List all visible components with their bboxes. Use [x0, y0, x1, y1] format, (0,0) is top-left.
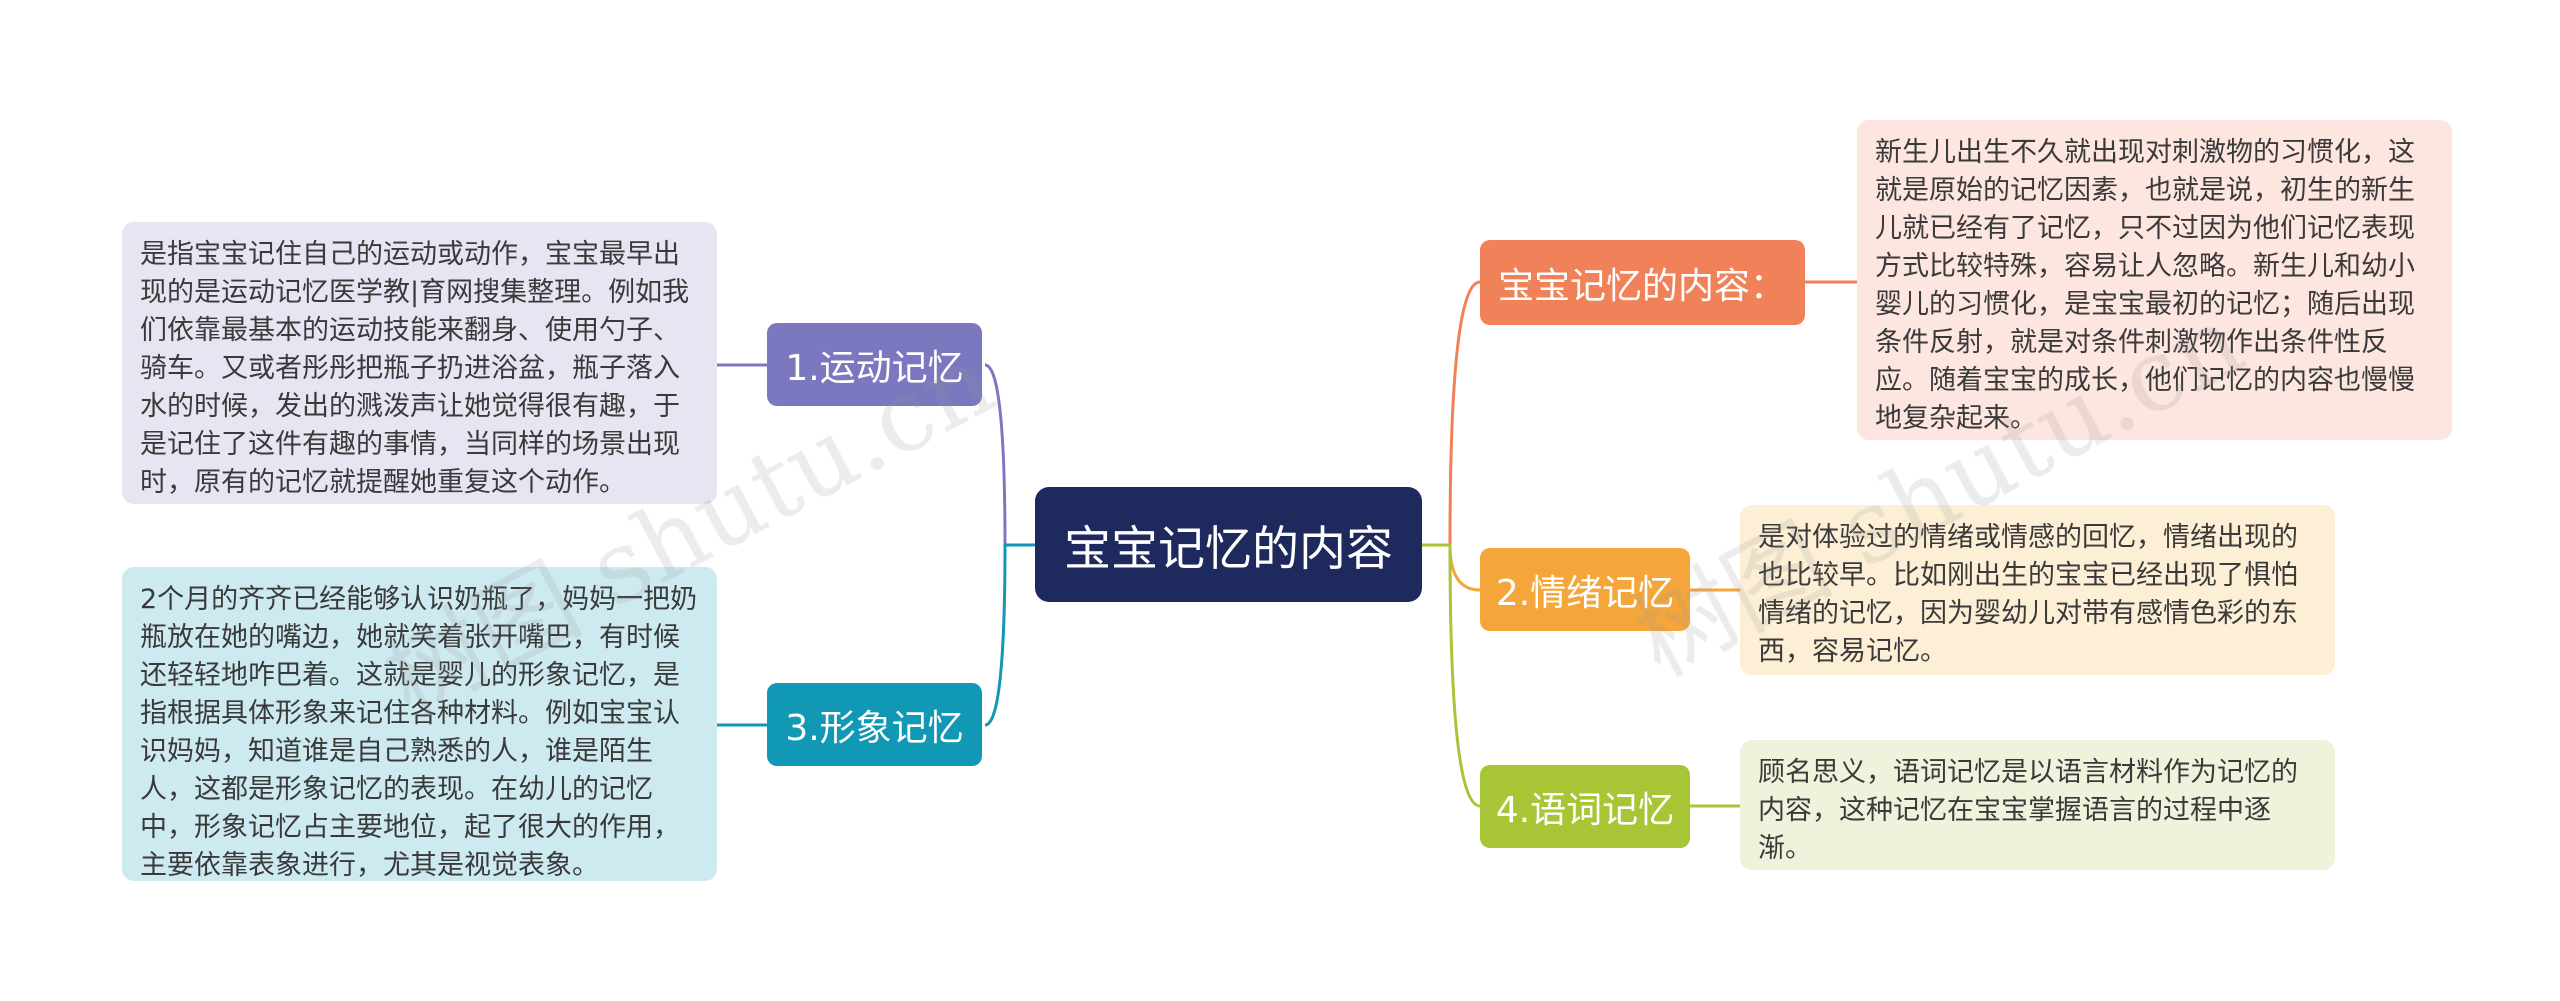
connector-root-content — [1422, 280, 1481, 547]
leaf-motor-memory-text[interactable]: 是指宝宝记住自己的运动或动作，宝宝最早出现的是运动记忆医学教|育网搜集整理。例如… — [122, 222, 717, 504]
leaf-memory-content-text[interactable]: 新生儿出生不久就出现对刺激物的习惯化，这就是原始的记忆因素，也就是说，初生的新生… — [1857, 120, 2452, 440]
root-topic[interactable]: 宝宝记忆的内容 — [1035, 487, 1422, 602]
connector-root-image — [984, 543, 1035, 727]
branch-memory-content[interactable]: 宝宝记忆的内容： — [1480, 240, 1805, 325]
leaf-verbal-memory-text[interactable]: 顾名思义，语词记忆是以语言材料作为记忆的内容，这种记忆在宝宝掌握语言的过程中逐渐… — [1740, 740, 2335, 870]
leaf-emotional-memory-text[interactable]: 是对体验过的情绪或情感的回忆，情绪出现的也比较早。比如刚出生的宝宝已经出现了惧怕… — [1740, 505, 2335, 675]
leaf-image-memory-text[interactable]: 2个月的齐齐已经能够认识奶瓶了，妈妈一把奶瓶放在她的嘴边，她就笑着张开嘴巴，有时… — [122, 567, 717, 881]
connector-root-language — [1422, 543, 1481, 808]
connector-root-motor — [984, 363, 1035, 547]
branch-emotional-memory[interactable]: 2.情绪记忆 — [1480, 548, 1690, 631]
branch-image-memory[interactable]: 3.形象记忆 — [767, 683, 982, 766]
branch-motor-memory[interactable]: 1.运动记忆 — [767, 323, 982, 406]
branch-verbal-memory[interactable]: 4.语词记忆 — [1480, 765, 1690, 848]
